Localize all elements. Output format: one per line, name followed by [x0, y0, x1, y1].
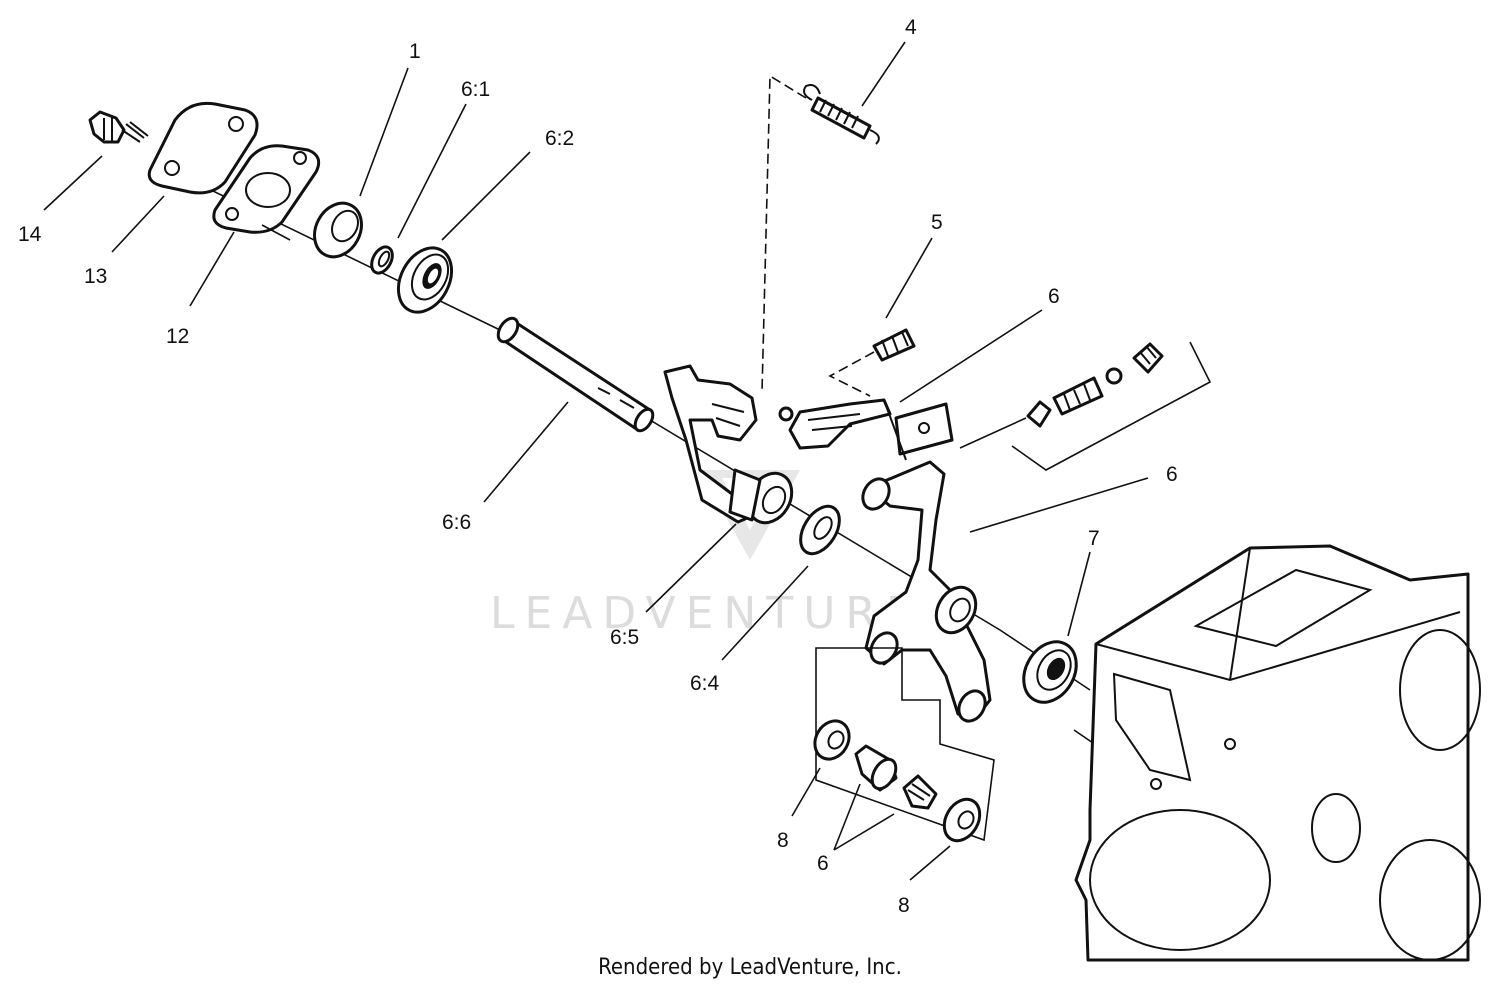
engine-housing	[1074, 544, 1481, 962]
part-14-bolt	[88, 110, 149, 144]
part-5-spring	[828, 328, 916, 397]
part-6-1-snap-ring	[370, 245, 394, 275]
callout-6-4: 6:4	[690, 672, 720, 695]
callout-13: 13	[84, 265, 107, 288]
part-12-gasket	[212, 144, 321, 234]
callout-8-right: 8	[898, 894, 910, 917]
part-6-pin-right	[902, 774, 938, 810]
part-8-roller-left	[813, 719, 851, 761]
part-6-5-lever	[663, 364, 794, 525]
part-4-spring	[761, 74, 880, 393]
callout-6-5: 6:5	[610, 626, 639, 649]
assembly-bracket	[1011, 341, 1212, 471]
callout-12: 12	[166, 325, 189, 348]
callout-8-left: 8	[777, 829, 789, 852]
part-6-6-shaft	[496, 316, 655, 433]
callout-1: 1	[409, 40, 421, 63]
part-6-spring-assembly	[959, 342, 1164, 449]
callout-7: 7	[1088, 527, 1100, 550]
callout-6-top: 6	[1048, 285, 1060, 308]
part-6-governor-bracket	[778, 398, 954, 461]
callout-6-1: 6:1	[461, 78, 490, 101]
part-6-4-washer	[799, 504, 841, 556]
part-7-bearing	[1022, 640, 1078, 704]
callout-5: 5	[931, 211, 943, 234]
part-6-2-bearing	[396, 246, 454, 314]
callout-6-right: 6	[1166, 463, 1178, 486]
watermark-text: LEADVENTURE	[490, 588, 924, 639]
callout-14: 14	[18, 223, 42, 246]
footer-credit: Rendered by LeadVenture, Inc.	[598, 955, 902, 980]
part-13-cover-plate	[147, 101, 259, 195]
leader-lines	[43, 41, 1149, 881]
part-6-pin-left	[854, 744, 898, 792]
lower-parts-bracket	[815, 647, 995, 842]
part-1-seal	[313, 201, 363, 259]
callout-6-6: 6:6	[442, 511, 471, 534]
gasket-arrow	[261, 224, 291, 241]
callout-6-bottom: 6	[817, 852, 829, 875]
callout-4: 4	[905, 16, 917, 39]
callout-6-2: 6:2	[545, 127, 574, 150]
part-8-roller-right	[942, 797, 982, 843]
